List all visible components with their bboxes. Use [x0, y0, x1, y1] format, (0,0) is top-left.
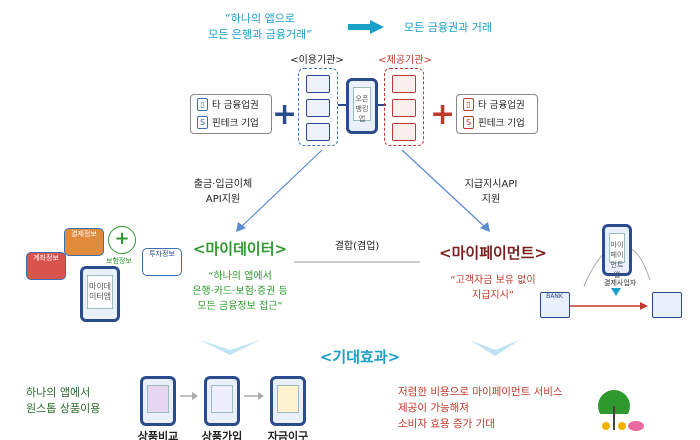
step-label-transfer: 자금이구	[267, 430, 309, 440]
right-arrow-label-1: 지급지시API	[464, 179, 518, 190]
open-banking-phone-label: 오픈뱅킹앱	[353, 87, 371, 123]
right-inst-row-2: S 핀테크 기업	[457, 113, 537, 131]
investment-info-label: 투자정보	[149, 250, 175, 258]
left-inst-label-1: 타 금융업권	[212, 100, 259, 111]
mydata-phone: 마이데이터앱	[80, 266, 120, 322]
mydata-quote-line1: “하나의 앱에서	[208, 271, 272, 282]
mydata-quote-line3: 모든 금융정보 접근”	[197, 301, 283, 312]
step-phone-transfer	[270, 376, 306, 426]
phone-screen	[277, 385, 299, 413]
left-arrow-label-2: API지원	[205, 194, 241, 205]
connector-line	[376, 104, 386, 106]
right-inst-label-2: 핀테크 기업	[478, 118, 525, 129]
bank-building-icon: BANK	[540, 292, 570, 318]
phone-screen	[147, 385, 169, 413]
building-icon: ▯	[197, 97, 208, 111]
mypayment-title: <마이페이먼트>	[439, 244, 547, 262]
effects-left-line2: 원스톱 상품이용	[26, 402, 101, 415]
left-institutions-box: ▯ 타 금융업권 S 핀테크 기업	[190, 94, 272, 134]
building-icon: ▯	[463, 97, 474, 111]
bank-icon	[306, 99, 330, 117]
step-label-compare: 상품비교	[137, 430, 179, 440]
mydata-quote-line2: 은행·카드·보험·증권 등	[192, 286, 288, 297]
bank-icon	[392, 99, 416, 117]
left-inst-row-2: S 핀테크 기업	[191, 113, 271, 131]
bank-icon	[392, 75, 416, 93]
mydata-title: <마이데이터>	[192, 240, 288, 258]
payment-info-label: 결제정보	[71, 230, 97, 238]
step-phone-compare	[140, 376, 176, 426]
top-quote-line1: “하나의 앱으로	[225, 12, 295, 25]
account-info-label: 계좌정보	[33, 254, 59, 262]
account-info-icon: 계좌정보	[26, 252, 66, 280]
bank-label: BANK	[546, 293, 563, 300]
right-arrow-label-2: 지원	[481, 194, 501, 205]
bank-icon	[306, 75, 330, 93]
payment-info-icon: 결제정보	[64, 228, 104, 256]
payer-label: 결제사업자	[604, 279, 637, 287]
effects-title: <기대효과>	[319, 348, 401, 366]
left-inst-label-2: 핀테크 기업	[212, 118, 259, 129]
plus-icon: +	[272, 97, 298, 132]
phone-screen	[211, 385, 233, 413]
mypayment-phone: 마이페이먼트앱	[602, 224, 632, 279]
right-inst-label-1: 타 금융업권	[478, 100, 525, 111]
top-banner: “하나의 앱으로 모든 은행과 금융거래” 모든 금융권과 거래	[200, 6, 530, 50]
fintech-icon: S	[463, 115, 474, 129]
mypayment-quote-line1: “고객자금 보유 없이	[450, 275, 536, 286]
mydata-icons: 계좌정보 결제정보 + 보험정보 투자정보	[26, 226, 182, 286]
left-inst-row-1: ▯ 타 금융업권	[191, 95, 271, 113]
left-arrow-label-1: 출금·입금이체	[193, 179, 253, 190]
providing-institutions-label: <제공기관>	[378, 55, 432, 66]
using-institutions-label: <이용기관>	[290, 55, 344, 66]
right-institutions-box: ▯ 타 금융업권 S 핀테크 기업	[456, 94, 538, 134]
umbrella-coins-icon	[594, 390, 644, 431]
bank-icon	[392, 123, 416, 141]
top-right-text: 모든 금융권과 거래	[404, 21, 492, 34]
right-inst-row-1: ▯ 타 금융업권	[457, 95, 537, 113]
fintech-icon: S	[197, 115, 208, 129]
step-phone-join	[204, 376, 240, 426]
connector-line	[338, 104, 348, 106]
step-label-join: 상품가입	[201, 430, 243, 440]
top-quote-line2: 모든 은행과 금융거래”	[208, 28, 312, 41]
providing-institutions-box	[384, 68, 424, 146]
effects-left-line1: 하나의 앱에서	[26, 386, 91, 399]
investment-info-icon: 투자정보	[142, 248, 182, 276]
right-arrow-icon	[348, 20, 384, 34]
effects-right-line3: 소비자 효용 증가 기대	[398, 418, 495, 430]
combine-label: 결합(겸업)	[334, 241, 380, 252]
insurance-info-label: 보험정보	[106, 257, 132, 265]
insurance-info-icon: +	[108, 226, 136, 254]
open-banking-phone: 오픈뱅킹앱	[346, 78, 378, 134]
merchant-building-icon	[652, 292, 682, 318]
plus-icon: +	[430, 97, 456, 132]
mypayment-phone-label: 마이페이먼트앱	[609, 233, 625, 279]
bank-icon	[306, 123, 330, 141]
mypayment-quote-line2: 지급지시”	[472, 290, 514, 301]
effects-right-line1: 저렴한 비용으로 마이페이먼트 서비스	[398, 386, 563, 398]
effects-right-line2: 제공이 가능해져	[398, 402, 469, 414]
using-institutions-box	[298, 68, 338, 146]
mydata-phone-label: 마이데이터앱	[87, 275, 113, 309]
